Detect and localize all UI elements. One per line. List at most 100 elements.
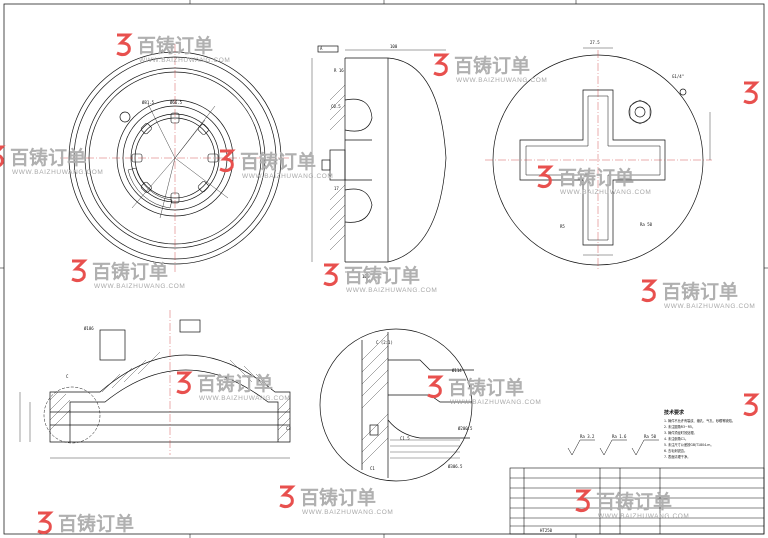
watermarks: 百铸订单 WWW.BAIZHUWANG.COM 百铸订单 WWW.BAIZHUW… <box>0 33 760 535</box>
watermark-logo-icon <box>743 393 760 417</box>
watermark-url: WWW.BAIZHUWANG.COM <box>346 287 437 294</box>
dim-ra50-cross: Ra 50 <box>640 222 653 227</box>
watermark-logo-icon <box>575 489 592 513</box>
watermark-logo-icon <box>0 145 6 167</box>
watermark: 百铸订单 WWW.BAIZHUWANG.COM <box>176 371 290 402</box>
side-view-hatch <box>329 84 346 251</box>
dim-17: 17 <box>334 186 339 191</box>
watermark-url: WWW.BAIZHUWANG.COM <box>456 77 547 84</box>
roughness-symbols <box>567 439 659 456</box>
watermark-brand: 百铸订单 <box>454 54 530 77</box>
watermark: 百铸订单 WWW.BAIZHUWANG.COM <box>537 165 651 196</box>
watermark: 百铸订单 WWW.BAIZHUWANG.COM <box>433 53 547 84</box>
dim-phi-306-5: Ø306.5 <box>448 464 463 469</box>
dim-phi-66-5: Ø66.5 <box>170 100 183 105</box>
dim-c15: C1.5 <box>400 436 410 441</box>
detail-c-label: C (2:1) <box>376 340 393 345</box>
dim-r16: R 16 <box>334 68 344 73</box>
dim-r5: R5 <box>560 224 565 229</box>
roughness-ra1-6: Ra 1.6 <box>612 434 627 439</box>
watermark: 百铸订单 WWW.BAIZHUWANG.COM <box>575 489 689 520</box>
section-c-label: C <box>66 374 69 379</box>
watermark-logo-icon <box>323 263 340 287</box>
watermark-url: WWW.BAIZHUWANG.COM <box>598 513 689 520</box>
watermark-logo-icon <box>641 279 658 303</box>
title-block <box>509 467 765 535</box>
watermark-logo-icon <box>279 485 296 509</box>
watermark-url: WWW.BAIZHUWANG.COM <box>12 169 103 176</box>
watermark-logo-icon <box>71 259 88 283</box>
watermark-url: WWW.BAIZHUWANG.COM <box>302 509 393 516</box>
watermark-logo-icon <box>427 375 444 399</box>
watermark-url: WWW.BAIZHUWANG.COM <box>450 399 541 406</box>
note-line: 6. 去毛刺锐边。 <box>664 448 687 453</box>
dim-phi-81-5: Ø81.5 <box>142 100 155 105</box>
dim-27-5: 27.5 <box>590 40 600 45</box>
note-line: 3. 铸件须经时效处理。 <box>664 430 697 435</box>
watermark: 百铸订单 WWW.BAIZHUWANG.COM <box>0 145 103 176</box>
watermark: 百铸订单 WWW.BAIZHUWANG.COM <box>71 259 185 290</box>
watermark-url: WWW.BAIZHUWANG.COM <box>242 173 333 180</box>
watermark-brand: 百铸订单 <box>240 150 316 173</box>
watermark-logo-icon <box>743 81 760 105</box>
material-code: HT250 <box>540 528 553 533</box>
technical-notes: 技术要求 1. 铸件不允许有裂纹、缩孔、气孔、砂眼等缺陷。 2. 未注圆角R3~… <box>664 409 735 459</box>
watermark: 百铸订单 WWW.BAIZHUWANG.COM <box>279 485 393 516</box>
cross-view-centerlines <box>485 50 712 270</box>
watermark-logo-icon <box>176 371 193 395</box>
watermark-logo-icon <box>433 53 450 77</box>
note-line: 2. 未注圆角R3~R5。 <box>664 424 695 429</box>
watermark-logo-icon <box>37 511 54 535</box>
watermark-brand: 百铸订单 <box>10 146 86 169</box>
watermark <box>743 393 760 417</box>
watermark: 百铸订单 WWW.BAIZHUWANG.COM <box>641 279 755 310</box>
section-view-hatch <box>49 351 291 441</box>
side-view-dimlines <box>311 49 446 273</box>
section-view-dimlines <box>19 392 290 459</box>
note-line: 5. 未注尺寸公差按GB/T1804-m。 <box>664 442 714 447</box>
cross-view-dimlines <box>583 47 711 256</box>
dim-g14: G1/4" <box>672 74 684 79</box>
watermark-brand: 百铸订单 <box>662 280 738 303</box>
watermark: 百铸订单 <box>37 511 134 535</box>
watermark: 百铸订单 WWW.BAIZHUWANG.COM <box>323 263 437 294</box>
note-line: 7. 表面清理干净。 <box>664 454 690 459</box>
dim-phi-186: Ø186 <box>84 326 94 331</box>
watermark-brand: 百铸订单 <box>300 486 376 509</box>
watermark: 百铸订单 WWW.BAIZHUWANG.COM <box>427 375 541 406</box>
watermark-logo-icon <box>537 165 554 189</box>
dim-phi-200-5: Ø200.5 <box>458 426 473 431</box>
note-line: 4. 未注倒角C1。 <box>664 436 688 441</box>
note-line: 1. 铸件不允许有裂纹、缩孔、气孔、砂眼等缺陷。 <box>664 418 735 423</box>
watermark-brand: 百铸订单 <box>596 490 672 513</box>
dim-100: 100 <box>390 44 398 49</box>
front-view-centerlines <box>60 44 290 272</box>
watermark-url: WWW.BAIZHUWANG.COM <box>664 303 755 310</box>
datum-a-label: A <box>320 46 323 51</box>
watermark-brand: 百铸订单 <box>197 372 273 395</box>
watermark-brand: 百铸订单 <box>558 166 634 189</box>
watermark: 百铸订单 WWW.BAIZHUWANG.COM <box>116 33 230 64</box>
dim-phi-114: Ø114 <box>452 368 462 373</box>
dim-125: 125 <box>362 274 370 279</box>
roughness-ra50: Ra 50 <box>644 434 657 439</box>
detail-c-hatch <box>361 333 460 465</box>
watermark <box>743 81 760 105</box>
dim-c1: C1 <box>370 466 375 471</box>
watermark-brand: 百铸订单 <box>448 376 524 399</box>
side-view <box>317 45 447 263</box>
watermark-logo-icon <box>116 33 133 57</box>
dim-c05: C0.5 <box>331 104 341 109</box>
watermark: 百铸订单 WWW.BAIZHUWANG.COM <box>219 149 333 180</box>
watermark-brand: 百铸订单 <box>137 34 213 57</box>
watermark-url: WWW.BAIZHUWANG.COM <box>94 283 185 290</box>
watermark-url: WWW.BAIZHUWANG.COM <box>560 189 651 196</box>
notes-title: 技术要求 <box>664 409 685 416</box>
watermark-url: WWW.BAIZHUWANG.COM <box>139 57 230 64</box>
dim-c3: C3 <box>286 426 291 431</box>
watermark-brand: 百铸订单 <box>58 512 134 535</box>
watermark-brand: 百铸订单 <box>92 260 168 283</box>
watermark-logo-icon <box>219 149 236 173</box>
